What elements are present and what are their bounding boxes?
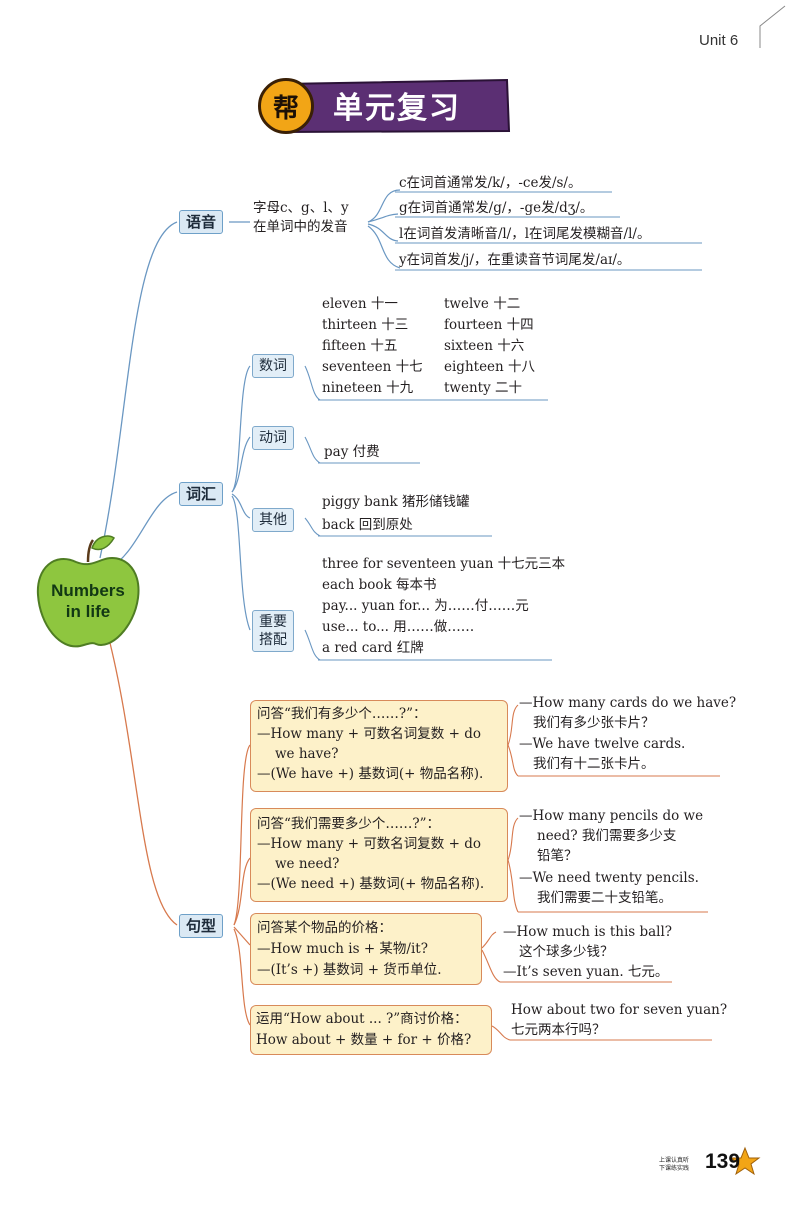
phrase-item: use... to... 用……做……	[322, 619, 475, 635]
pattern-line: —How many + 可数名词复数 + do	[257, 836, 481, 852]
example-line: How about two for seven yuan?	[511, 1002, 728, 1018]
example-line: 我们有十二张卡片。	[533, 756, 655, 772]
page-title: 单元复习	[333, 91, 461, 126]
example-line: 这个球多少钱？	[519, 944, 614, 960]
numeral-item: twelve 十二	[444, 296, 521, 312]
pronunciation-desc-line2: 在单词中的发音	[253, 219, 348, 235]
example-line: —How many pencils do we	[519, 808, 704, 824]
example-line: 七元两本行吗？	[511, 1022, 606, 1038]
example-line: —It’s seven yuan. 七元。	[503, 964, 669, 980]
category-vocab: 词汇	[179, 482, 224, 506]
pronunciation-desc-line1: 字母c、g、l、y	[253, 200, 349, 216]
center-topic-line2: in life	[65, 602, 111, 621]
example-line: —We need twenty pencils.	[519, 870, 699, 886]
pattern-line: 问答某个物品的价格：	[257, 920, 392, 936]
category-sentences: 句型	[179, 914, 224, 938]
phrase-item: a red card 红牌	[322, 640, 424, 656]
center-topic: Numbers in life	[40, 580, 136, 622]
subcategory-others: 其他	[252, 508, 294, 532]
phrases-label-line2: 搭配	[259, 632, 287, 648]
pattern-line: —(It’s +) 基数词 + 货币单位.	[257, 962, 442, 978]
numeral-item: fifteen 十五	[322, 338, 398, 354]
pattern-line: —How much is + 某物/it?	[257, 941, 428, 957]
verb-item: pay 付费	[324, 444, 380, 460]
numeral-item: seventeen 十七	[322, 359, 423, 375]
unit-label: Unit 6	[699, 32, 739, 49]
pattern-line: —How many + 可数名词复数 + do	[257, 726, 481, 742]
page-number: 139	[705, 1150, 741, 1173]
pattern-line: 运用“How about ... ?”商讨价格：	[256, 1011, 468, 1027]
pattern-line: 问答“我们需要多少个……?”：	[257, 816, 441, 832]
apple-shape	[36, 557, 140, 648]
center-topic-line1: Numbers	[51, 581, 125, 600]
subcategory-numerals: 数词	[252, 354, 294, 378]
pattern-box: 问答“我们有多少个……?”： —How many + 可数名词复数 + do w…	[250, 700, 508, 792]
numeral-item: thirteen 十三	[322, 317, 409, 333]
numeral-item: eighteen 十八	[444, 359, 536, 375]
phrase-item: pay... yuan for... 为……付……元	[322, 598, 529, 614]
phrase-item: each book 每本书	[322, 577, 437, 593]
pattern-box: 问答“我们需要多少个……?”： —How many + 可数名词复数 + do …	[250, 808, 508, 902]
example-line: —We have twelve cards.	[519, 736, 686, 752]
example-line: 我们有多少张卡片？	[533, 715, 655, 731]
footer-slogan: 上课认真听 下课练实践	[659, 1157, 705, 1173]
example-line: —How much is this ball?	[503, 924, 673, 940]
pattern-line: —(We have +) 基数词(+ 物品名称).	[257, 766, 484, 782]
numeral-item: sixteen 十六	[444, 338, 525, 354]
example-line: —How many cards do we have?	[519, 695, 737, 711]
example-line: 我们需要二十支铅笔。	[537, 890, 672, 906]
pronunciation-rule: l在词首发清晰音/l/，l在词尾发模糊音/l/。	[399, 226, 651, 242]
footer-slogan-line2: 下课练实践	[659, 1165, 690, 1172]
subcategory-phrases: 重要 搭配	[252, 610, 294, 652]
other-item: back 回到原处	[322, 517, 413, 533]
numeral-item: twenty 二十	[444, 380, 523, 396]
phrases-label-line1: 重要	[259, 614, 287, 630]
numeral-item: nineteen 十九	[322, 380, 414, 396]
title-badge: 帮	[258, 78, 314, 134]
pattern-line: we need?	[275, 856, 340, 872]
pronunciation-rule: y在词首发/j/，在重读音节词尾发/aɪ/。	[399, 252, 631, 268]
pattern-line: How about + 数量 + for + 价格?	[256, 1032, 472, 1048]
numeral-item: eleven 十一	[322, 296, 398, 312]
example-line: 铅笔？	[537, 848, 578, 864]
pattern-line: 问答“我们有多少个……?”：	[257, 706, 427, 722]
pattern-line: we have?	[275, 746, 339, 762]
phrase-item: three for seventeen yuan 十七元三本	[322, 556, 566, 572]
subcategory-verbs: 动词	[252, 426, 294, 450]
pattern-box: 问答某个物品的价格： —How much is + 某物/it? —(It’s …	[250, 913, 482, 985]
footer-slogan-line1: 上课认真听	[659, 1157, 690, 1164]
other-item: piggy bank 猪形储钱罐	[322, 494, 470, 510]
pattern-box: 运用“How about ... ?”商讨价格： How about + 数量 …	[250, 1005, 492, 1055]
pronunciation-rule: g在词首通常发/g/，-ge发/dʒ/。	[399, 200, 594, 216]
pattern-line: —(We need +) 基数词(+ 物品名称).	[257, 876, 485, 892]
numeral-item: fourteen 十四	[444, 317, 534, 333]
pronunciation-rule: c在词首通常发/k/，-ce发/s/。	[399, 175, 582, 191]
star-mascot	[729, 1146, 761, 1176]
example-line: need? 我们需要多少支	[537, 828, 677, 844]
category-pronunciation: 语音	[179, 210, 224, 234]
